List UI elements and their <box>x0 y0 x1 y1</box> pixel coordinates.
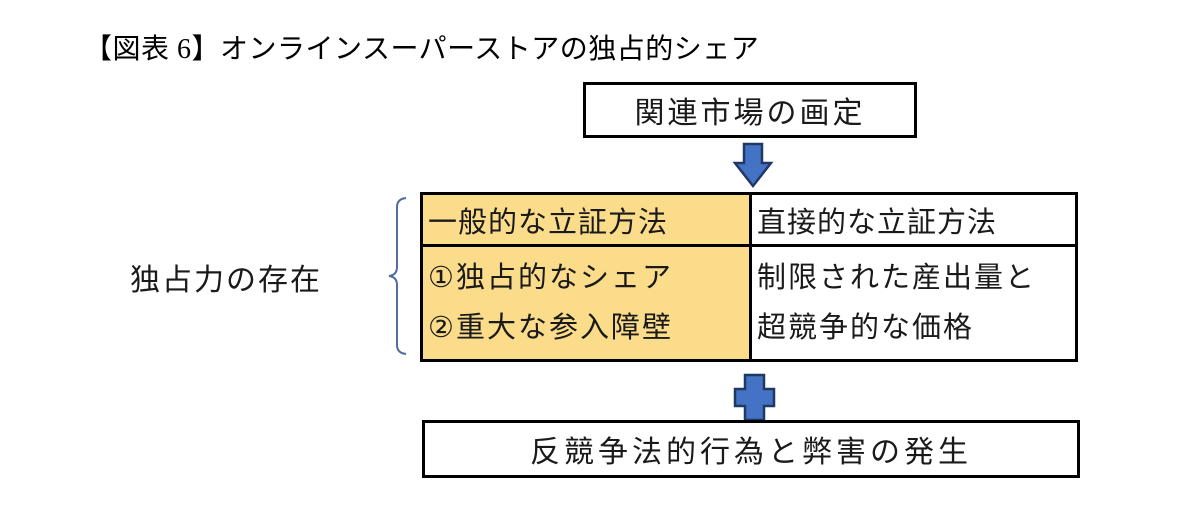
anticompetitive-effects-label: 反競争法的行為と弊害の発生 <box>530 436 972 469</box>
cell-general-proof-criteria: ①独占的なシェア ②重大な参入障壁 <box>423 247 752 359</box>
anticompetitive-effects-box: 反競争法的行為と弊害の発生 <box>422 420 1080 478</box>
plus-icon <box>733 373 776 422</box>
cell-direct-proof-method: 直接的な立証方法 <box>752 195 1075 247</box>
direct-criteria-line-1: 制限された産出量と <box>757 262 1037 294</box>
market-definition-box: 関連市場の画定 <box>583 82 917 138</box>
proof-method-table: 一般的な立証方法 直接的な立証方法 ①独占的なシェア ②重大な参入障壁 制限され… <box>420 192 1078 362</box>
general-criteria-line-2: ②重大な参入障壁 <box>428 312 673 344</box>
market-definition-label: 関連市場の画定 <box>634 97 866 130</box>
monopoly-power-label: 独占力の存在 <box>130 264 322 297</box>
general-criteria-line-1: ①独占的なシェア <box>428 262 673 294</box>
left-curly-brace-icon <box>388 197 407 355</box>
cell-direct-proof-criteria: 制限された産出量と 超競争的な価格 <box>752 247 1075 359</box>
direct-criteria-line-2: 超競争的な価格 <box>757 312 975 344</box>
figure-title: 【図表 6】オンラインスーパーストアの独占的シェア <box>84 34 760 65</box>
cell-general-proof-method: 一般的な立証方法 <box>423 195 752 247</box>
down-arrow-icon <box>732 142 774 189</box>
